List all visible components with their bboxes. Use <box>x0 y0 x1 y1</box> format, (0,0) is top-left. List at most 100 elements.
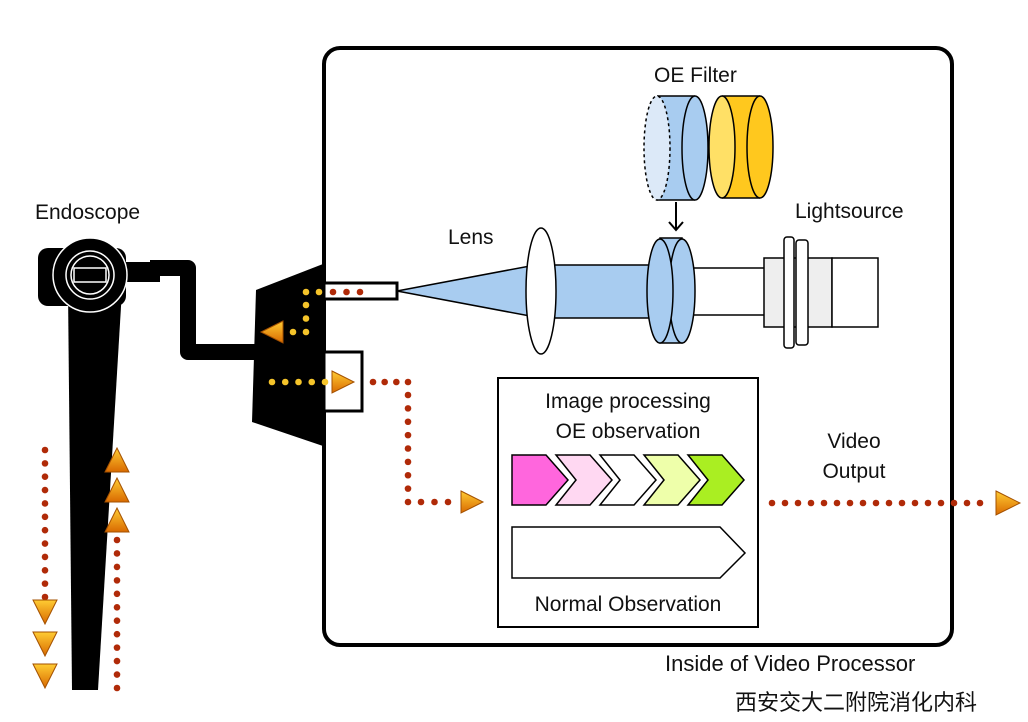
flow-arrow-icon <box>104 446 130 473</box>
signal-dot <box>289 328 297 336</box>
signal-dot <box>404 471 412 479</box>
oe-filter-blue-icon <box>643 95 709 201</box>
signal-dot <box>302 328 310 336</box>
light-tube <box>684 267 768 316</box>
signal-dot <box>950 499 958 507</box>
processing-step-chevron <box>598 454 657 506</box>
normal-observation-label: Normal Observation <box>535 593 722 616</box>
signal-dot <box>113 536 121 544</box>
signal-dot <box>820 499 828 507</box>
signal-dot <box>976 499 984 507</box>
signal-dot <box>937 499 945 507</box>
light-beam <box>539 264 663 319</box>
flow-arrow-icon <box>331 370 356 394</box>
signal-dot <box>781 499 789 507</box>
signal-dot <box>404 445 412 452</box>
signal-dot <box>295 378 302 386</box>
processing-title-2: OE observation <box>556 420 701 443</box>
signal-dot <box>404 378 412 386</box>
flow-arrow-icon <box>259 320 284 344</box>
signal-dot <box>321 378 329 386</box>
signal-dot <box>369 378 377 386</box>
oe-filter-yellow-icon <box>708 95 774 199</box>
oe-filter-label: OE Filter <box>654 64 737 87</box>
signal-dot <box>41 486 49 494</box>
signal-dot <box>41 526 49 534</box>
signal-dot <box>113 563 121 571</box>
signal-dot <box>911 499 919 507</box>
signal-dot <box>113 617 121 625</box>
signal-dot <box>41 446 49 454</box>
signal-dot <box>113 684 121 692</box>
signal-dot <box>302 301 310 309</box>
signal-dot <box>404 418 412 426</box>
signal-dot <box>404 405 412 412</box>
insert-arrow-icon <box>668 202 684 232</box>
video-processor-box <box>322 46 954 647</box>
signal-dot <box>281 378 289 386</box>
signal-dot <box>872 499 880 507</box>
flow-arrow-icon <box>32 599 58 626</box>
signal-dot <box>302 315 310 322</box>
signal-dot <box>41 566 49 574</box>
signal-dot <box>268 378 276 386</box>
processor-caption: Inside of Video Processor <box>665 651 915 676</box>
normal-observation-arrow <box>511 526 747 579</box>
processing-steps <box>511 454 745 506</box>
signal-dot <box>807 499 815 507</box>
signal-dot <box>302 288 310 296</box>
lightsource-label: Lightsource <box>795 200 904 223</box>
signal-dot <box>41 460 49 467</box>
flow-arrow-icon <box>32 663 58 690</box>
signal-dot <box>41 513 49 521</box>
lens-label: Lens <box>448 226 494 249</box>
scope-connector <box>252 264 323 446</box>
signal-dot <box>356 288 364 296</box>
processing-step-chevron <box>511 454 569 506</box>
signal-dot <box>113 577 121 584</box>
signal-dot <box>41 580 49 587</box>
signal-dot <box>308 378 316 386</box>
signal-dot <box>41 500 49 507</box>
signal-dot <box>898 499 906 507</box>
processing-step-chevron <box>642 454 701 506</box>
signal-dot <box>41 593 49 601</box>
processing-step-chevron <box>554 454 613 506</box>
flow-arrow-icon <box>460 490 485 514</box>
signal-dot <box>768 499 776 507</box>
signal-dot <box>329 288 337 296</box>
signal-dot <box>963 499 971 507</box>
lens-icon <box>525 227 557 355</box>
video-output-label-1: Video <box>827 430 880 453</box>
signal-dot <box>833 499 841 507</box>
signal-dot <box>381 378 388 386</box>
signal-dot <box>41 473 49 481</box>
signal-dot <box>404 498 412 506</box>
processing-step-chevron <box>686 454 745 506</box>
signal-dot <box>404 391 412 399</box>
flow-arrow-icon <box>995 490 1022 516</box>
signal-dot <box>444 498 452 506</box>
video-output-label-2: Output <box>822 460 885 483</box>
flow-arrow-icon <box>32 631 58 658</box>
signal-dot <box>404 485 412 492</box>
signal-dot <box>41 540 49 547</box>
signal-dot <box>41 553 49 561</box>
signal-dot <box>924 499 932 507</box>
signal-dot <box>417 498 425 506</box>
endoscope-label: Endoscope <box>35 201 140 224</box>
signal-dot <box>404 431 412 439</box>
signal-dot <box>113 630 121 638</box>
signal-dot <box>859 499 867 507</box>
signal-dot <box>113 657 121 665</box>
signal-dot <box>393 378 400 386</box>
flow-arrow-icon <box>104 476 130 503</box>
signal-dot <box>315 288 323 296</box>
endoscope-icon <box>38 237 256 690</box>
video-signal-port <box>322 350 364 413</box>
signal-dot <box>404 458 412 466</box>
signal-flow <box>32 288 1022 692</box>
signal-dot <box>794 499 802 507</box>
